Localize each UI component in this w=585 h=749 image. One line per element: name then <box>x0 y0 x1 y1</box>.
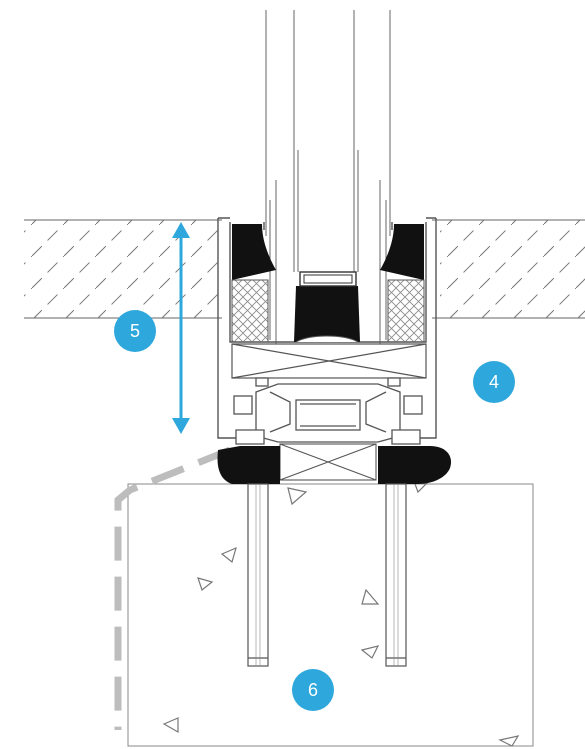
base-spacer-block <box>231 343 427 379</box>
top-gaskets <box>232 224 424 342</box>
callout-marker-4: 4 <box>473 361 515 403</box>
dashed-outline <box>114 446 232 730</box>
bottom-gaskets <box>217 446 452 484</box>
callout-marker-5: 5 <box>114 310 156 352</box>
callout-label: 6 <box>307 679 318 700</box>
callout-label: 4 <box>488 371 499 392</box>
callout-marker-6: 6 <box>292 669 334 711</box>
shoe-profile <box>233 377 423 445</box>
concrete-base-block <box>127 475 534 747</box>
lower-cross-block <box>279 443 377 481</box>
setting-block <box>299 271 357 287</box>
dimension-arrow <box>172 222 190 434</box>
insulation-blocks <box>231 279 425 343</box>
setting-block-curve <box>295 335 359 343</box>
anchor-rods <box>247 483 407 667</box>
callout-label: 5 <box>129 320 140 341</box>
